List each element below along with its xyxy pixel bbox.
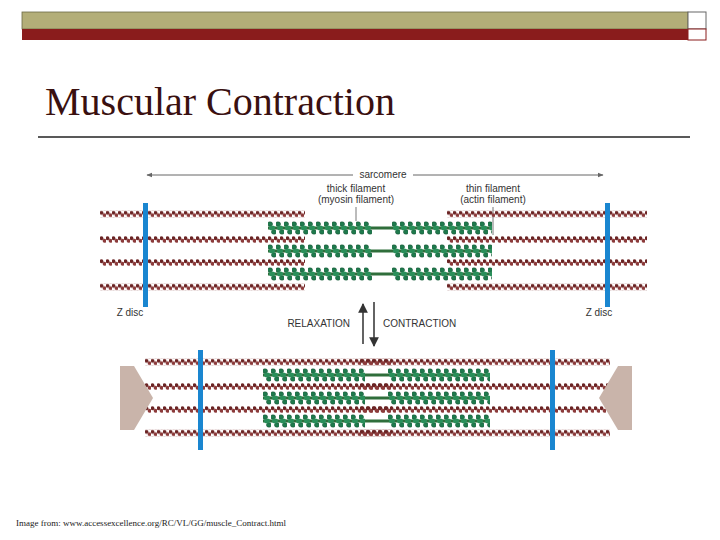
title-rule <box>38 136 690 138</box>
dimension-label: sarcomere <box>353 169 413 180</box>
z-disc <box>605 203 610 307</box>
leader-line <box>356 207 357 221</box>
actin-filament <box>100 284 305 291</box>
actin-filament <box>447 284 647 291</box>
header-bar-dark <box>22 29 688 40</box>
myosin-heads <box>263 414 365 428</box>
myosin-heads <box>392 221 492 235</box>
myosin-heads <box>392 244 492 258</box>
myosin-heads <box>388 391 490 405</box>
header-square <box>688 12 706 29</box>
part-label: thick filament (myosin filament) <box>314 183 398 205</box>
actin-filament <box>145 383 392 390</box>
force-arrow <box>599 366 632 430</box>
actin-filament <box>447 259 647 266</box>
myosin-heads <box>263 391 365 405</box>
actin-filament <box>360 383 610 390</box>
part-label: Z disc <box>108 307 152 318</box>
part-label: thin filament (actin filament) <box>456 183 530 205</box>
myosin-heads <box>268 221 372 235</box>
actin-filaments <box>145 359 610 437</box>
actin-filaments <box>100 211 647 291</box>
z-disc <box>143 203 148 307</box>
header-square <box>688 29 706 40</box>
actin-filament <box>100 236 305 243</box>
actin-filament <box>447 236 647 243</box>
myosin-heads <box>268 267 372 281</box>
actin-filament <box>100 259 305 266</box>
actin-filament <box>360 359 610 366</box>
actin-filament <box>100 211 305 218</box>
myosin-heads <box>392 267 492 281</box>
state-label: CONTRACTION <box>383 318 483 329</box>
force-arrow <box>120 366 153 430</box>
actin-filament <box>360 430 610 437</box>
actin-filament <box>447 211 647 218</box>
myosin-filaments <box>263 368 490 428</box>
actin-filament <box>145 359 392 366</box>
actin-filament <box>145 406 392 413</box>
image-credit: Image from: www.accessexcellence.org/RC/… <box>16 518 576 529</box>
state-arrow <box>362 304 363 344</box>
z-disc <box>550 350 555 450</box>
part-label: Z disc <box>577 307 621 318</box>
actin-filament <box>145 430 392 437</box>
slide-title: Muscular Contraction <box>45 79 685 125</box>
actin-filament <box>360 406 610 413</box>
header-bar <box>22 12 688 29</box>
myosin-heads <box>268 244 372 258</box>
myosin-heads <box>263 368 365 382</box>
state-label: RELAXATION <box>250 318 350 329</box>
myosin-heads <box>388 368 490 382</box>
myosin-heads <box>388 414 490 428</box>
z-disc <box>198 350 203 450</box>
state-arrow <box>373 302 374 346</box>
myosin-filaments <box>268 221 492 281</box>
